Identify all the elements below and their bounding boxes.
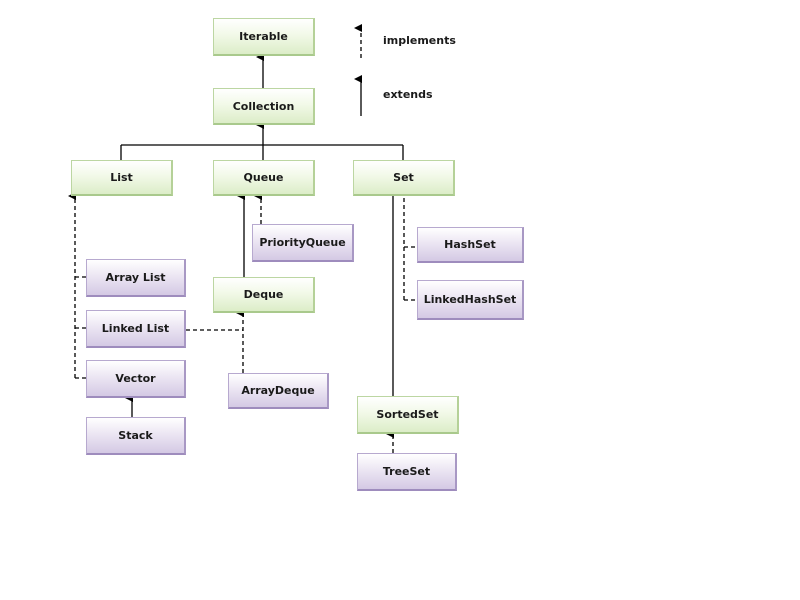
edge-list-implementations bbox=[68, 192, 86, 379]
node-priorityqueue: PriorityQueue bbox=[252, 224, 354, 262]
edge-deque-implementations bbox=[186, 309, 244, 373]
node-queue: Queue bbox=[213, 160, 315, 196]
node-arraydeque: ArrayDeque bbox=[228, 373, 329, 409]
legend-extends-label: extends bbox=[383, 88, 433, 101]
legend-implements-label: implements bbox=[383, 34, 456, 47]
node-treeset: TreeSet bbox=[357, 453, 457, 491]
node-stack: Stack bbox=[86, 417, 186, 455]
node-linkedhashset: LinkedHashSet bbox=[417, 280, 524, 320]
edge-bus-collection bbox=[120, 121, 404, 160]
node-hashset: HashSet bbox=[417, 227, 524, 263]
node-vector: Vector bbox=[86, 360, 186, 398]
node-collection: Collection bbox=[213, 88, 315, 125]
node-arraylist: Array List bbox=[86, 259, 186, 297]
node-linkedlist: Linked List bbox=[86, 310, 186, 348]
node-list: List bbox=[71, 160, 173, 196]
node-sortedset: SortedSet bbox=[357, 396, 459, 434]
node-deque: Deque bbox=[213, 277, 315, 313]
node-set: Set bbox=[353, 160, 455, 196]
node-iterable: Iterable bbox=[213, 18, 315, 56]
edge-set-implementations bbox=[397, 182, 417, 301]
